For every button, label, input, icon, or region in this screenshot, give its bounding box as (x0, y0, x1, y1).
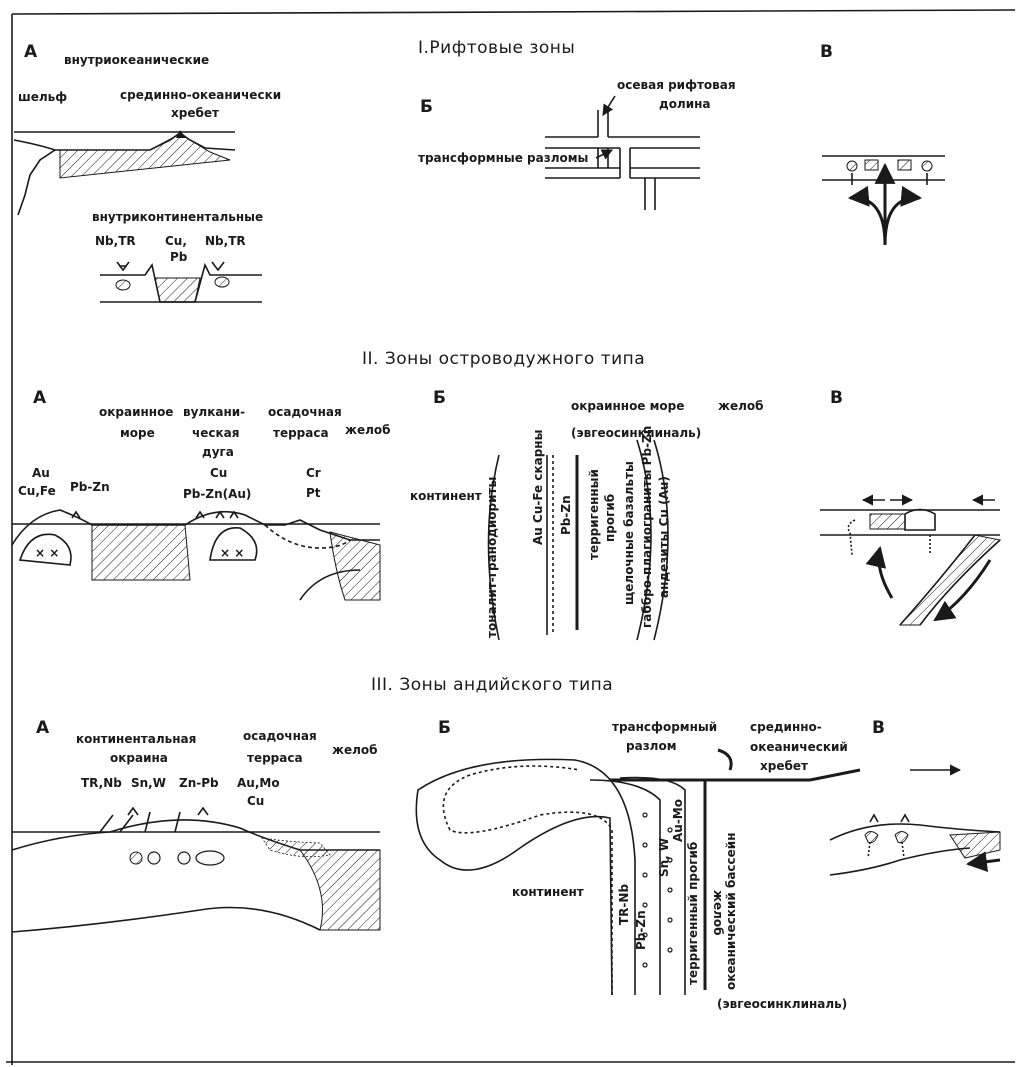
ore-pt: Pt (306, 486, 321, 500)
mid-ocean-ridge-label-line3: хребет (760, 759, 808, 773)
ore-cu-3: Cu (247, 794, 264, 808)
terrace-label-line2: терраса (273, 426, 329, 440)
marginal-sea-plan-label: окраинное море (571, 399, 684, 413)
section-1-label-b: Б (420, 97, 433, 117)
andean-margin-profile (12, 808, 380, 932)
trough-label: прогиб (603, 494, 617, 542)
ore-au: Au (32, 466, 50, 480)
volcanic-arc-label-line1: вулкани- (183, 405, 245, 419)
trench-plan-label: желоб (718, 399, 764, 413)
ore-zn-pb: Zn-Pb (179, 776, 219, 790)
section-1-title: I.Рифтовые зоны (418, 38, 575, 58)
shelf-label: шельф (18, 90, 67, 104)
svg-text:× ×: × × (35, 546, 59, 560)
marginal-sea-label-line1: окраинное (99, 405, 173, 419)
ore-au-mo: Au,Mo (237, 776, 280, 790)
section-1-label-a: А (24, 42, 38, 62)
ore-cu-arc: Cu (210, 466, 227, 480)
terrace-label-line1: осадочная (268, 405, 342, 419)
section-3-label-a: А (36, 718, 50, 738)
rift-model-schematic (822, 156, 945, 245)
ocean-basin-label: океанический бассейн (724, 833, 738, 991)
continental-margin-label-line1: континентальная (76, 732, 196, 746)
belt-au-mo-label: Au-Mo (671, 799, 685, 842)
island-arc-model-schematic (820, 500, 1000, 625)
belt-tr-nb-label: TR-Nb (617, 884, 631, 925)
island-arc-profile: × × × × (12, 510, 380, 600)
terrace-3-label-line2: терраса (247, 751, 303, 765)
ore-pb: Pb (170, 250, 188, 264)
section-2-title: II. Зоны островодужного типа (362, 349, 645, 369)
volcanic-arc-label-line3: дуга (202, 445, 234, 459)
axial-valley-label-line2: долина (659, 97, 711, 111)
continent-label: континент (410, 489, 482, 503)
ore-nb-tr-right: Nb,TR (205, 234, 246, 248)
terrigenous-label: терригенный (587, 469, 601, 560)
marginal-sea-label-line2: море (120, 426, 155, 440)
alkaline-basalt-label: щелочные базальты (622, 461, 636, 605)
section-2-label-a: А (33, 388, 47, 408)
terrace-3-label-line1: осадочная (243, 729, 317, 743)
ore-pb-zn-au: Pb-Zn(Au) (183, 487, 251, 501)
intraoceanic-rift-profile (14, 130, 235, 215)
section-3-label-b: Б (438, 718, 451, 738)
axial-valley-label-line1: осевая рифтовая (617, 78, 736, 92)
mid-ocean-ridge-label-line2: океанический (750, 740, 848, 754)
ridge-label-line1: срединно-океанически (120, 88, 281, 102)
tonalite-label: тоналит-гранодиориты (485, 477, 499, 638)
trough-3-label: терригенный прогиб (686, 842, 700, 985)
trench-label: желоб (345, 423, 391, 437)
svg-text:× ×: × × (220, 546, 244, 560)
ridge-label-line2: хребет (171, 106, 219, 120)
section-3-title: III. Зоны андийского типа (371, 675, 613, 695)
mid-ocean-ridge-label-line1: срединно- (750, 720, 822, 734)
continent-3-label: континент (512, 885, 584, 899)
transform-fault-label-line1: трансформный (612, 720, 717, 734)
andean-belts-plan (416, 750, 860, 995)
transform-faults-label: трансформные разломы (418, 151, 588, 165)
section-3-label-v: В (872, 718, 885, 738)
continental-margin-label-line2: окраина (110, 751, 168, 765)
ore-cu: Cu, (165, 234, 187, 248)
section-1-label-v: В (820, 42, 833, 62)
intracontinental-label: внутриконтинентальные (92, 210, 263, 224)
ore-pb-zn: Pb-Zn (70, 480, 110, 494)
pb-zn-skarn-label: Pb-Zn (559, 495, 573, 535)
ore-nb-tr-left: Nb,TR (95, 234, 136, 248)
section-3-andean-zones: III. Зоны андийского типа А Б В континен… (12, 675, 1000, 1011)
andesite-label: андезиты Cu (Au) (657, 476, 671, 598)
belt-sn-w-label: Sn, W (657, 838, 671, 877)
intracontinental-rift-profile (100, 262, 262, 302)
intraoceanic-label: внутриокеанические (64, 53, 209, 67)
section-2-label-v: В (830, 388, 843, 408)
eugeosyncline-label: (эвгеосинклиналь) (571, 426, 701, 440)
gabbro-plagiogranite-label: габбро-плагиограниты Pb-Zn (640, 426, 654, 628)
ore-cu-fe: Cu,Fe (18, 484, 56, 498)
belt-pb-zn-label: Pb-Zn (634, 910, 648, 950)
section-2-island-arc-zones: II. Зоны островодужного типа А Б В окраи… (12, 349, 1000, 640)
eugeosyncline-3-label: (эвгеосинклиналь) (717, 997, 847, 1011)
ore-cr: Cr (306, 466, 321, 480)
ore-tr-nb: TR,Nb (81, 776, 122, 790)
ore-sn-w: Sn,W (131, 776, 166, 790)
andean-model-schematic (830, 770, 1000, 875)
volcanic-arc-label-line2: ческая (192, 426, 239, 440)
au-cu-fe-skarn-label: Au Cu-Fe скарны (531, 430, 545, 545)
trench-3-label: желоб (332, 743, 378, 757)
transform-fault-label-line2: разлом (626, 739, 677, 753)
section-1-rift-zones: I.Рифтовые зоны А Б В внутриокеанические… (14, 38, 945, 302)
trench-3-plan-label: желоб (711, 890, 725, 936)
section-2-label-b: Б (433, 388, 446, 408)
